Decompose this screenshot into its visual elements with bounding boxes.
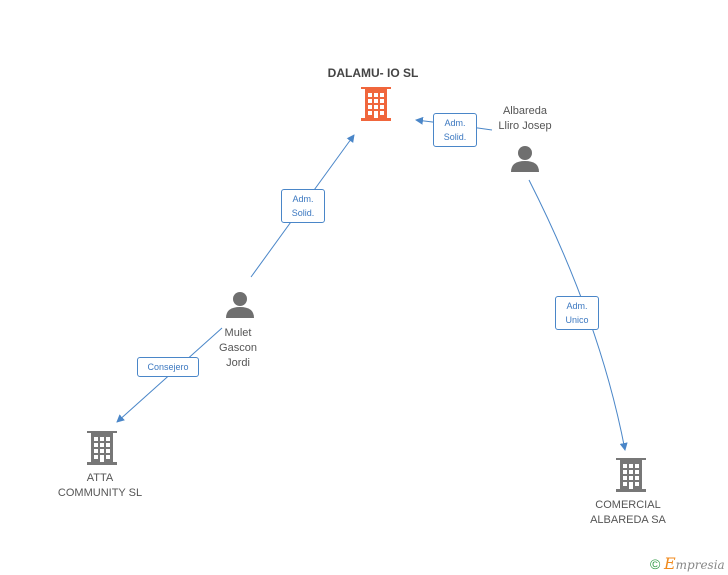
edge-label-line: Unico — [565, 315, 589, 325]
copyright-icon: © — [650, 556, 661, 572]
node-label-comercial[interactable]: COMERCIAL ALBAREDA SA — [573, 498, 683, 528]
node-label-line: Gascon — [219, 342, 257, 354]
brand-initial: E — [663, 554, 676, 573]
node-label-atta[interactable]: ATTA COMMUNITY SL — [45, 471, 155, 501]
empresia-logo[interactable]: © Empresia — [650, 554, 725, 573]
node-label-mulet[interactable]: Mulet Gascon Jordi — [203, 326, 273, 371]
edge-label-line: Solid. — [443, 132, 467, 142]
edge-label-line: Adm. — [292, 194, 314, 204]
node-label-line: ATTA — [86, 472, 114, 484]
brand-name: mpresia — [675, 558, 725, 572]
node-label-line: Jordi — [226, 357, 250, 369]
node-label-line: ALBAREDA SA — [590, 514, 666, 526]
node-label-line: COMMUNITY SL — [57, 487, 143, 499]
node-label-line: Mulet — [224, 327, 252, 339]
edge-label-line: Solid. — [291, 208, 315, 218]
edge-label-line: Adm. — [444, 118, 466, 128]
building-icon-atta[interactable] — [87, 431, 117, 465]
node-label-line: Lliro Josep — [498, 120, 552, 132]
building-icon-comercial[interactable] — [616, 458, 646, 492]
edge-label-line: Consejero — [147, 362, 189, 372]
edge-label-albareda-main[interactable]: Adm. Solid. — [433, 113, 477, 147]
node-label-main[interactable]: DALAMU- IO SL — [327, 66, 419, 80]
edge-label-mulet-atta[interactable]: Consejero — [137, 357, 199, 377]
node-label-albareda[interactable]: Albareda Lliro Josep — [480, 104, 570, 134]
node-label-line: COMERCIAL — [595, 499, 661, 511]
edge-label-line: Adm. — [566, 301, 588, 311]
edge-label-albareda-comercial[interactable]: Adm. Unico — [555, 296, 599, 330]
edge-label-mulet-main[interactable]: Adm. Solid. — [281, 189, 325, 223]
node-label-line: Albareda — [502, 105, 548, 117]
building-icon-main[interactable] — [361, 87, 391, 121]
person-icon-albareda[interactable] — [511, 146, 539, 172]
person-icon-mulet[interactable] — [226, 292, 254, 318]
